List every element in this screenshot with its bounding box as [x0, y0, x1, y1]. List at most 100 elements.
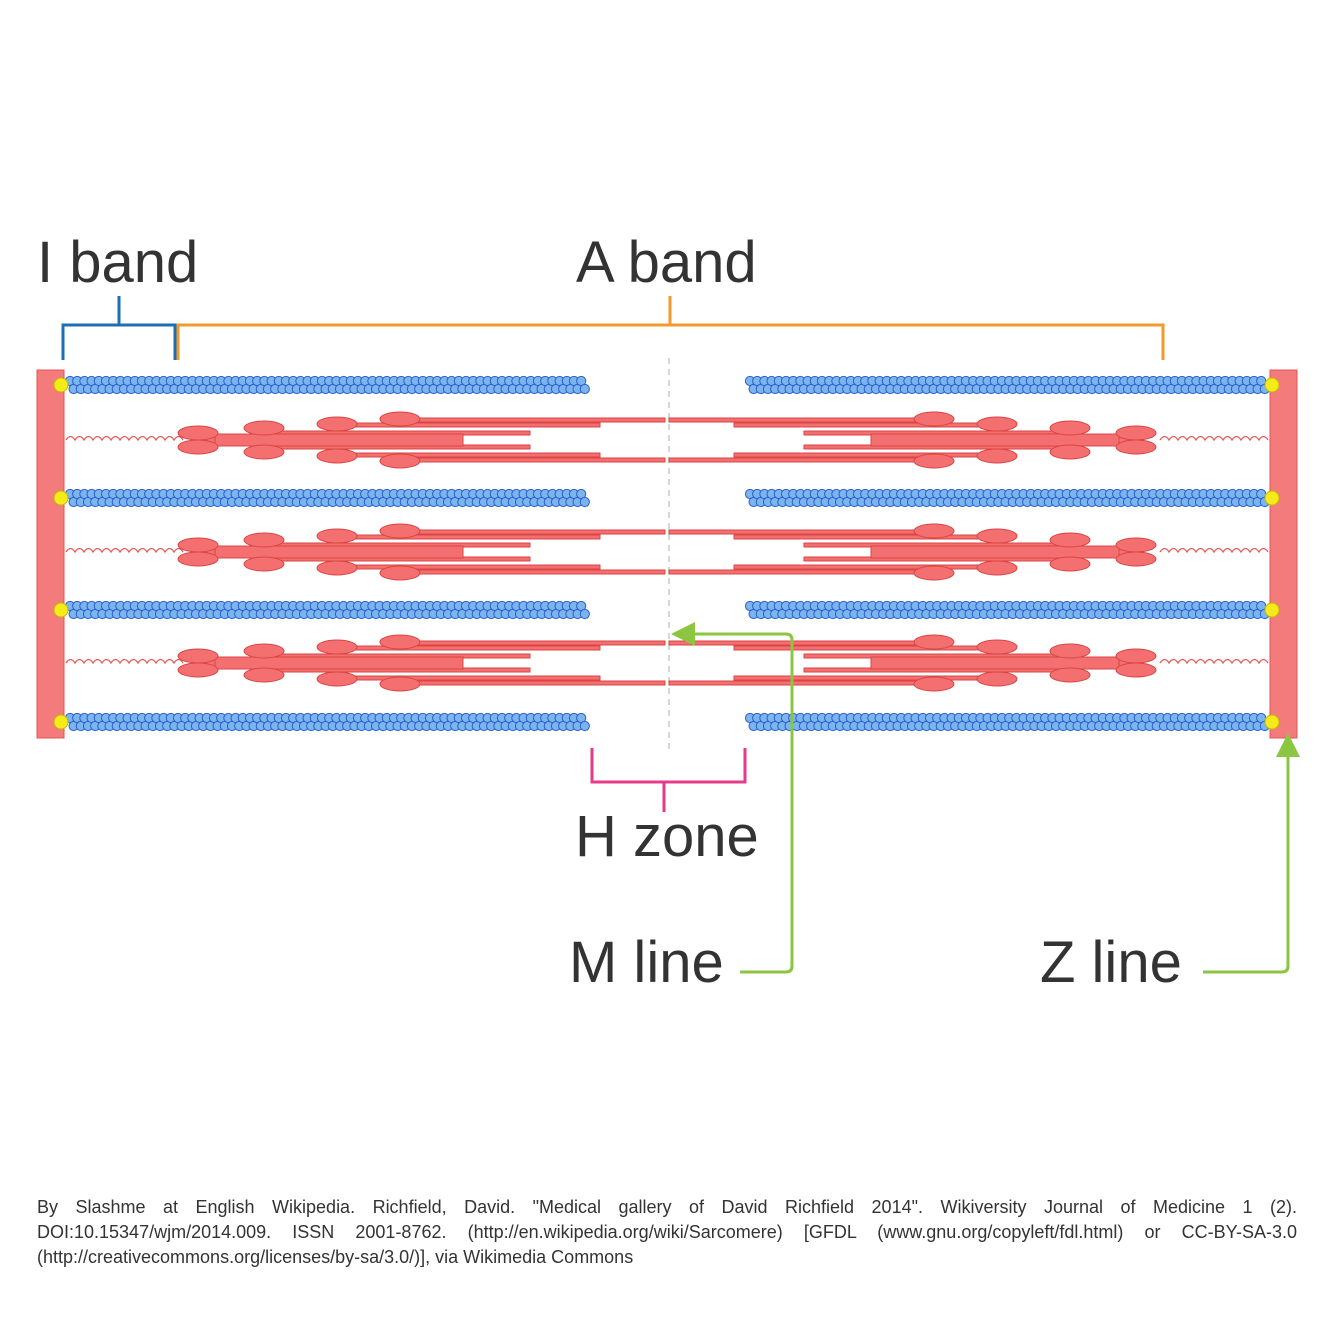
myosin-head [913, 676, 955, 692]
h-zone-bracket [590, 748, 747, 812]
myosin-head [913, 411, 955, 427]
myosin-core [214, 433, 464, 447]
myosin-head [1115, 551, 1157, 567]
z-anchor-dot [1264, 490, 1280, 506]
myosin-rod [733, 564, 995, 570]
a-band-bracket [176, 296, 1165, 360]
myosin-head [976, 416, 1018, 432]
myosin-rod [733, 534, 995, 540]
myosin-rod [668, 680, 925, 686]
myosin-head [177, 439, 219, 455]
myosin-rod [339, 645, 601, 651]
myosin-head [1049, 643, 1091, 659]
myosin-rod [733, 452, 995, 458]
myosin-head [1115, 425, 1157, 441]
m-line-label: M line [569, 930, 724, 995]
actin-bead [579, 720, 590, 732]
filaments [53, 375, 1280, 732]
myosin-head [913, 453, 955, 469]
myosin-rod [339, 564, 601, 570]
i-band-label: I band [37, 230, 198, 295]
z-anchor-dot [1264, 377, 1280, 393]
m-line-pointer [671, 622, 794, 974]
myosin-head [913, 634, 955, 650]
myosin-rod [668, 417, 925, 423]
myosin-rod [339, 452, 601, 458]
myosin-head [379, 565, 421, 581]
myosin-rod [668, 457, 925, 463]
actin-bead [579, 608, 590, 620]
myosin-head [1115, 537, 1157, 553]
myosin-rod [668, 529, 925, 535]
myosin-head [976, 560, 1018, 576]
myosin-head [243, 556, 285, 572]
myosin-head [177, 425, 219, 441]
titin-coil [65, 658, 184, 665]
myosin-head [243, 667, 285, 683]
myosin-rod [409, 529, 666, 535]
z-anchor-dot [1264, 602, 1280, 618]
myosin-rod [668, 569, 925, 575]
myosin-head [243, 532, 285, 548]
myosin-head [379, 523, 421, 539]
titin-coil [1159, 435, 1269, 442]
myosin-rod [733, 675, 995, 681]
actin-bead [579, 383, 590, 395]
myosin-head [177, 551, 219, 567]
myosin-rod [409, 680, 666, 686]
myosin-head [1115, 662, 1157, 678]
myosin-rod [409, 640, 666, 646]
myosin-core [214, 545, 464, 559]
titin-coil [1159, 658, 1269, 665]
myosin-head [316, 448, 358, 464]
myosin-head [1049, 532, 1091, 548]
myosin-rod [733, 422, 995, 428]
titin-coil [65, 547, 184, 554]
myosin-head [316, 560, 358, 576]
z-anchor-dot [53, 602, 69, 618]
a-band-label: A band [576, 230, 757, 295]
z-disc-left [36, 369, 65, 739]
myosin-head [976, 528, 1018, 544]
myosin-head [316, 416, 358, 432]
z-anchor-dot [1264, 714, 1280, 730]
myosin-head [379, 634, 421, 650]
myosin-core [870, 433, 1120, 447]
myosin-head [316, 671, 358, 687]
myosin-head [243, 420, 285, 436]
myosin-head [1049, 420, 1091, 436]
myosin-head [177, 662, 219, 678]
myosin-head [913, 523, 955, 539]
titin-coil [65, 435, 184, 442]
myosin-rod [409, 457, 666, 463]
myosin-rod [339, 534, 601, 540]
z-line-label: Z line [1040, 930, 1182, 995]
myosin-head [379, 411, 421, 427]
myosin-head [177, 537, 219, 553]
z-anchor-dot [53, 377, 69, 393]
myosin-head [1115, 648, 1157, 664]
z-disc-right [1269, 369, 1298, 739]
myosin-head [1049, 556, 1091, 572]
i-band-bracket [61, 296, 177, 360]
myosin-rod [339, 675, 601, 681]
myosin-rod [668, 640, 925, 646]
image-credit: By Slashme at English Wikipedia. Richfie… [37, 1197, 1297, 1267]
myosin-core [214, 656, 464, 670]
myosin-core [870, 545, 1120, 559]
z-anchor-dot [53, 714, 69, 730]
myosin-head [316, 639, 358, 655]
actin-bead [579, 496, 590, 508]
myosin-head [379, 676, 421, 692]
myosin-rod [409, 569, 666, 575]
z-anchor-dot [53, 490, 69, 506]
myosin-rod [733, 645, 995, 651]
myosin-head [243, 643, 285, 659]
myosin-head [913, 565, 955, 581]
z-line-pointer [1203, 733, 1300, 974]
myosin-head [177, 648, 219, 664]
h-zone-label: H zone [575, 804, 759, 869]
myosin-head [976, 448, 1018, 464]
myosin-head [379, 453, 421, 469]
